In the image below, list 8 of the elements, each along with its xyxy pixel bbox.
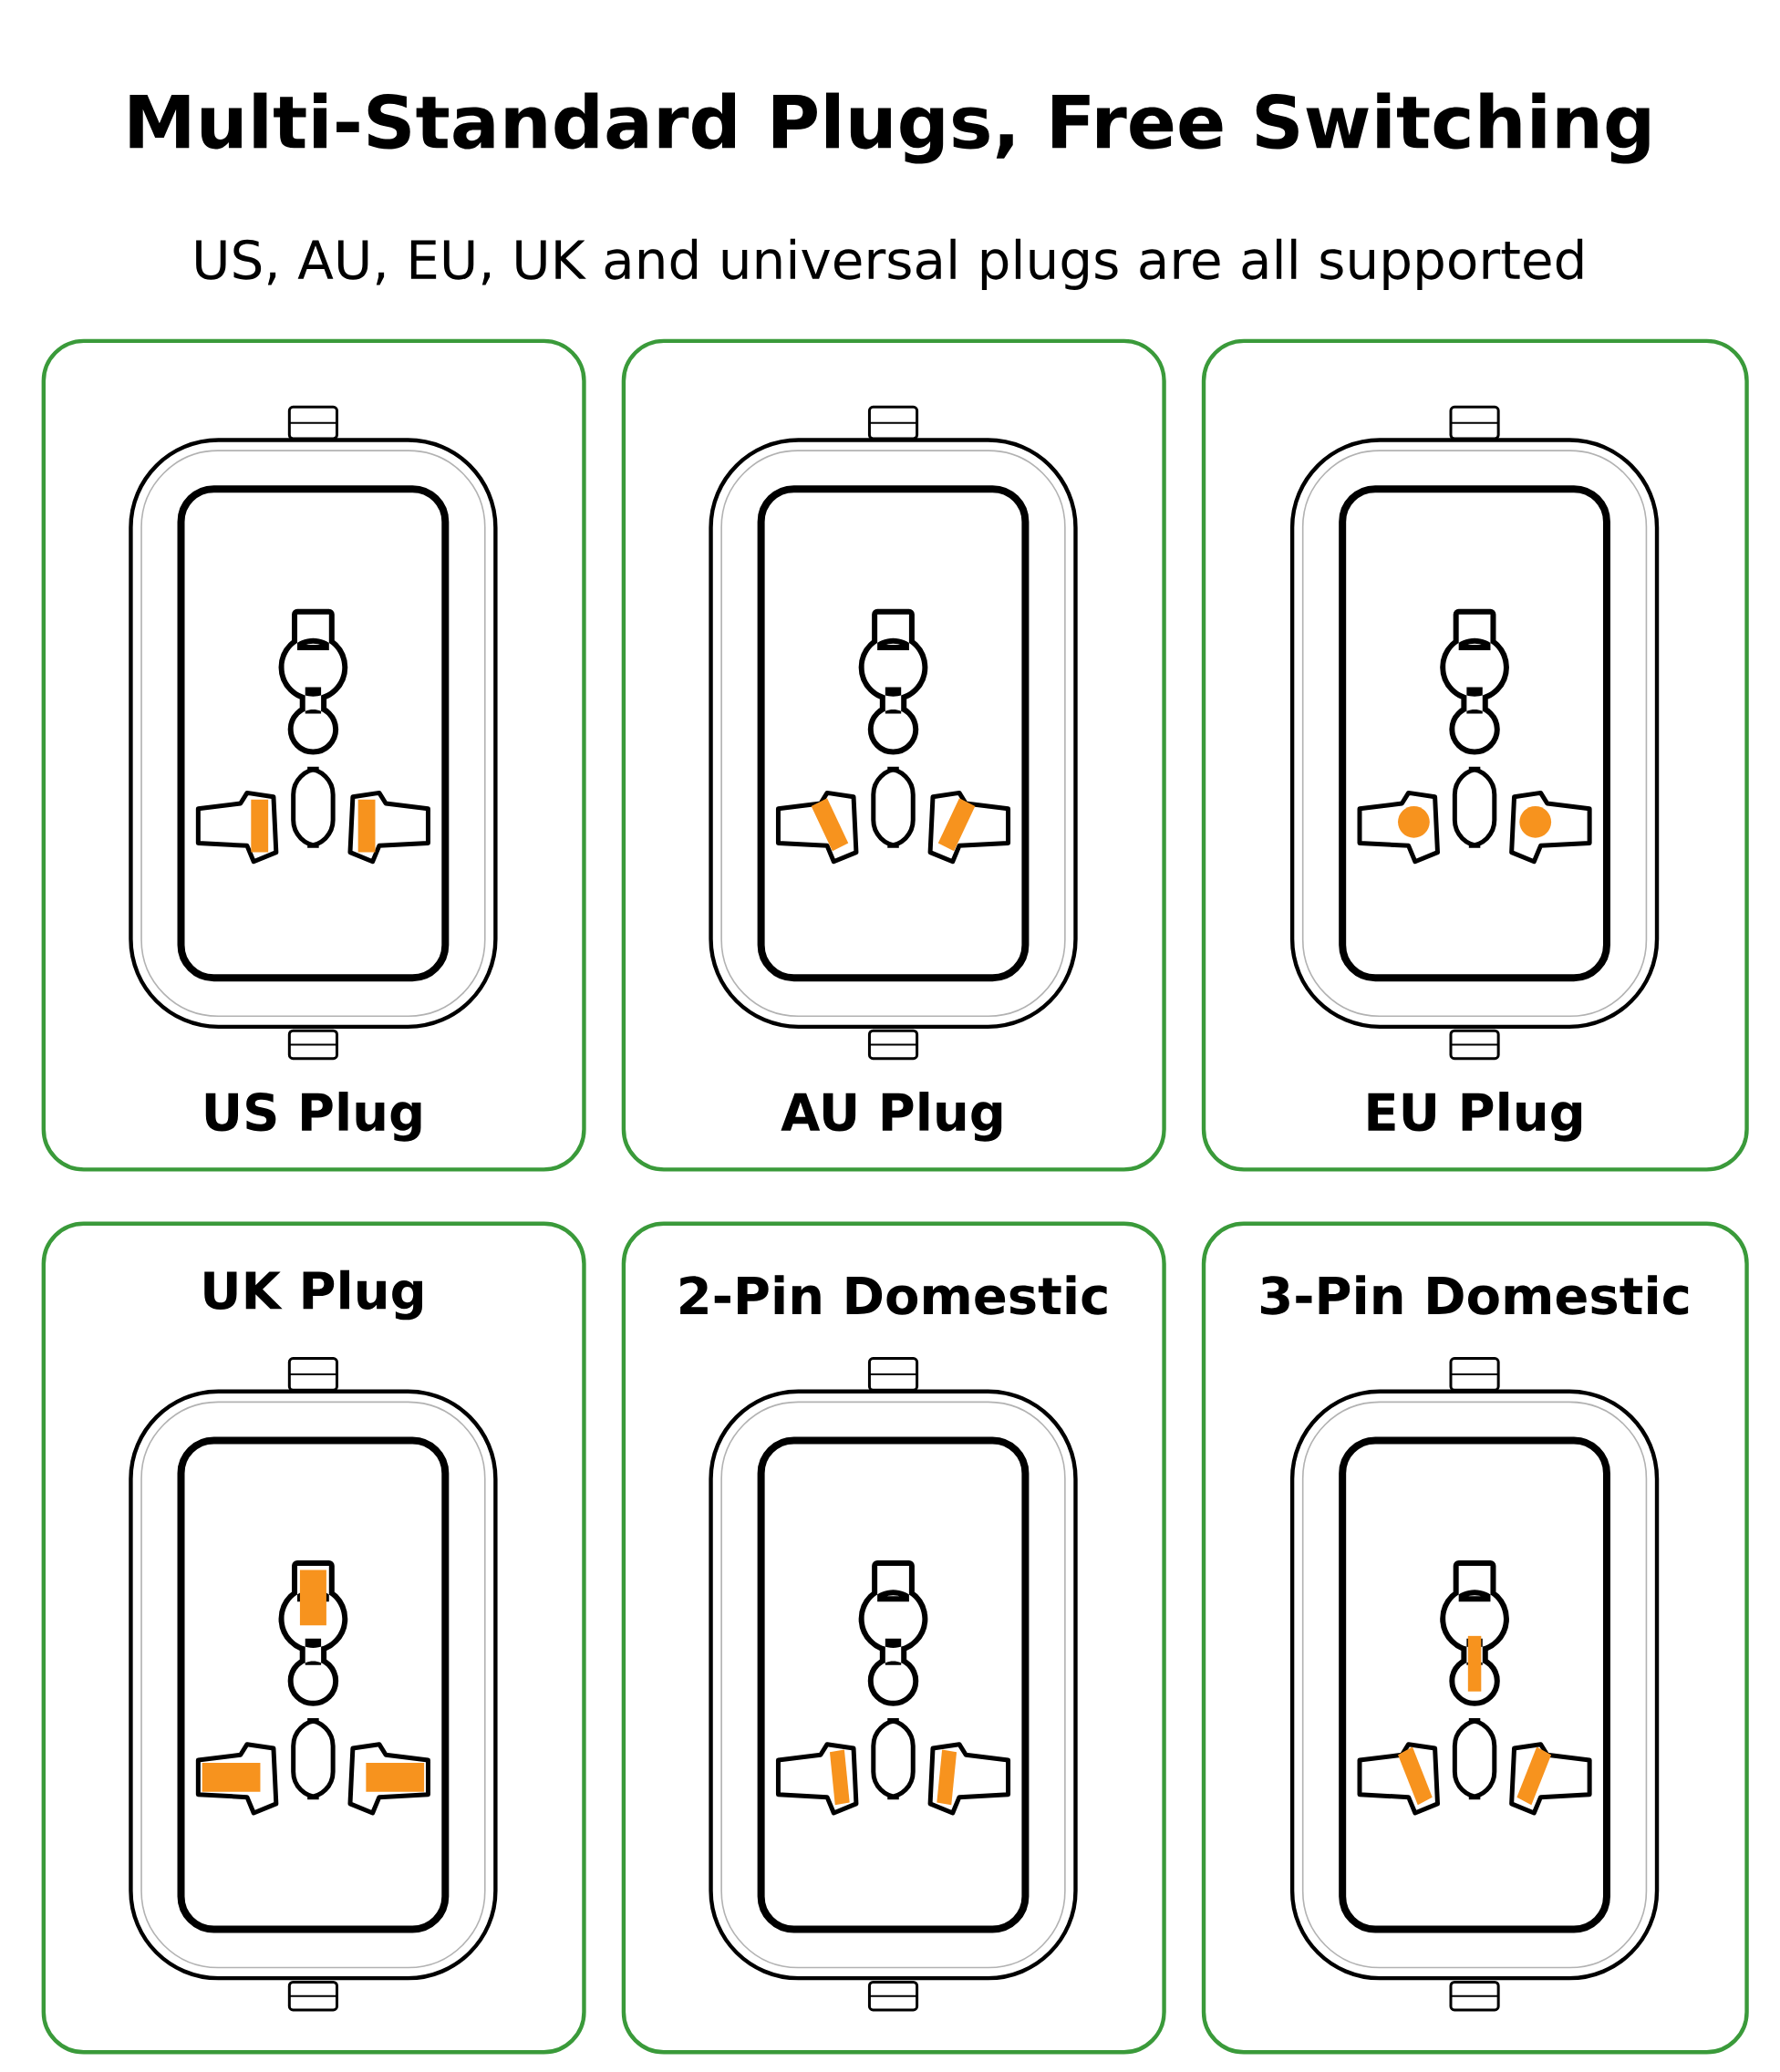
plug-card: 3-Pin Domestic xyxy=(1201,1221,1749,2055)
title: Multi-Standard Plugs, Free Switching xyxy=(129,92,1650,164)
plug-card: 2-Pin Domestic xyxy=(621,1221,1166,2055)
plug-card: AU Plug xyxy=(621,338,1166,1172)
plug-card: US Plug xyxy=(41,338,586,1172)
plug-card: EU Plug xyxy=(1201,338,1749,1172)
subtitle: US, AU, EU, UK and universal plugs are all supported xyxy=(196,238,1583,290)
plug-card: UK Plug xyxy=(41,1221,586,2055)
